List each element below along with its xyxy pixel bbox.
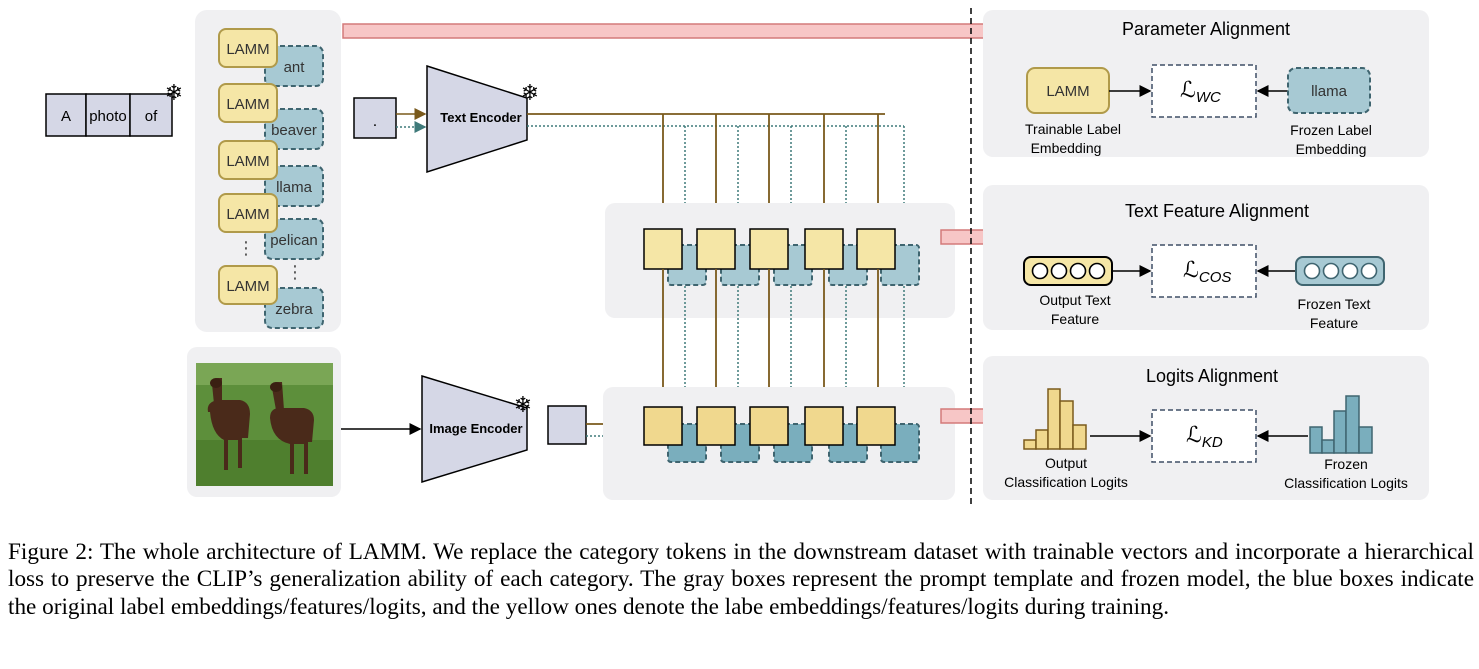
frozen-icon: ❄ [165,80,183,105]
lamm-box-label: LAMM [1046,83,1089,100]
text-encoder-label: Text Encoder [440,110,521,125]
image-encoder-label: Image Encoder [429,421,522,436]
frozen-icon: ❄ [514,392,532,417]
loss-symbol: ℒKD [1186,422,1223,451]
frozen-logits-histogram [1309,395,1373,454]
caption-line: Feature [1310,315,1358,331]
frozen-feature-vector [1295,256,1385,286]
ellipsis: ⋮ [237,238,255,258]
caption-line: Frozen Label [1290,122,1372,138]
caption-line: Output Text [1039,292,1110,308]
caption-line: Classification Logits [1004,474,1128,490]
parameter-alignment-panel: Parameter Alignment LAMM ℒWC llama Train… [983,10,1429,157]
text-feature-alignment-panel: Text Feature Alignment ℒCOS Output Text … [983,185,1429,331]
input-image-panel [187,347,341,497]
prompt-token: photo [89,108,127,125]
lamm-label: LAMM [226,41,269,58]
lamm-label: LAMM [226,278,269,295]
llama-box-label: llama [1311,83,1348,100]
caption-line: Frozen Text [1298,296,1371,312]
class-label: ant [284,59,306,76]
caption-line: Output [1045,455,1087,471]
panel-title: Parameter Alignment [1122,19,1290,39]
text-feature-panel [605,203,955,318]
logits-panel [603,387,955,500]
frozen-icon: ❄ [521,80,539,105]
class-label: zebra [275,301,313,318]
loss-symbol: ℒCOS [1183,257,1231,286]
label-embedding-panel: ant beaver llama pelican zebra LAMM LAMM… [195,10,341,332]
loss-symbol: ℒWC [1180,77,1221,106]
logits-alignment-panel: Logits Alignment ℒKD Output Classificati… [983,356,1429,500]
caption-line: Feature [1051,311,1099,327]
lamm-label: LAMM [226,153,269,170]
caption-line: Embedding [1296,141,1367,157]
class-label: pelican [270,232,318,249]
pink-arrow-top [342,16,1000,46]
caption-line: Frozen [1324,456,1368,472]
output-logits-histogram [1023,388,1087,450]
architecture-diagram: A photo of ❄ ant beaver llama pelican ze… [45,8,1429,505]
class-label: beaver [271,122,317,139]
ellipsis: ⋮ [286,262,304,282]
figure-caption: Figure 2: The whole architecture of LAMM… [8,539,1474,620]
prompt-template: A photo of ❄ [45,80,183,137]
image-encoder-block: Image Encoder ❄ [341,374,666,484]
period-token: . [373,113,377,130]
lamm-label: LAMM [226,96,269,113]
text-encoder-block: . Text Encoder ❄ [353,64,539,174]
class-label: llama [276,179,313,196]
prompt-token: A [61,108,71,125]
caption-line: Classification Logits [1284,475,1408,491]
llama-photo [196,363,333,486]
lamm-label: LAMM [226,206,269,223]
panel-title: Text Feature Alignment [1125,201,1309,221]
prompt-token: of [145,108,158,125]
caption-line: Trainable Label [1025,121,1121,137]
panel-title: Logits Alignment [1146,366,1278,386]
logit-routing [655,269,910,422]
caption-line: Embedding [1031,140,1102,156]
